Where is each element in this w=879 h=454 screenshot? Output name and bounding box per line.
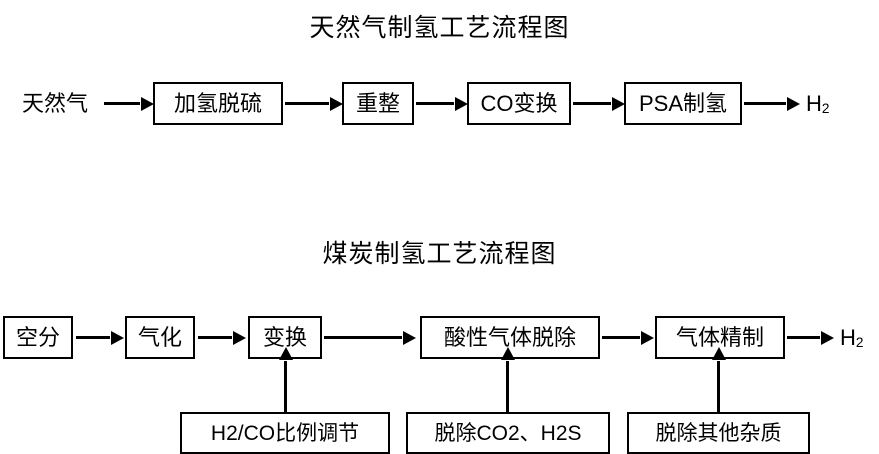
output-h-subscript: 2 — [855, 335, 864, 351]
arrow-gas-purification-to-output — [787, 336, 820, 339]
arrow-shift-to-acid-gas-removal — [324, 336, 402, 339]
node-hydrodesulfurization[interactable]: 加氢脱硫 — [153, 82, 283, 125]
arrow-psa-to-output — [744, 102, 786, 105]
node-reforming[interactable]: 重整 — [342, 82, 414, 125]
arrow-ratio-adjust-to-shift — [284, 361, 287, 412]
arrow-reforming-to-co-shift — [416, 102, 454, 105]
arrow-hydrodesulfurization-to-reforming — [285, 102, 329, 105]
arrow-acid-gas-removal-to-gas-purification — [602, 336, 640, 339]
node-co2-h2s-removal[interactable]: 脱除CO2、H2S — [406, 412, 610, 454]
arrow-co-shift-to-psa — [573, 102, 611, 105]
arrow-co2-h2s-removal-to-acid-gas-removal — [506, 361, 509, 412]
arrow-air-separation-to-gasification — [76, 336, 110, 339]
output-h-symbol: H — [840, 325, 856, 350]
output-h-subscript: 2 — [821, 101, 830, 117]
arrow-input-to-hydrodesulfurization — [104, 102, 140, 105]
node-h2-co-ratio-adjustment[interactable]: H2/CO比例调节 — [180, 412, 390, 454]
node-co-shift[interactable]: CO变换 — [467, 82, 571, 125]
node-other-impurity-removal[interactable]: 脱除其他杂质 — [627, 412, 810, 454]
arrow-other-impurity-removal-to-gas-purification — [717, 361, 720, 412]
node-gasification[interactable]: 气化 — [125, 316, 195, 359]
natural-gas-flowchart-title: 天然气制氢工艺流程图 — [309, 14, 570, 42]
coal-flowchart-title: 煤炭制氢工艺流程图 — [322, 240, 557, 268]
natural-gas-input-label: 天然气 — [22, 91, 89, 116]
arrow-gasification-to-shift — [198, 336, 232, 339]
node-psa-hydrogen[interactable]: PSA制氢 — [624, 82, 742, 125]
output-h-symbol: H — [806, 91, 822, 116]
node-air-separation[interactable]: 空分 — [3, 316, 73, 359]
